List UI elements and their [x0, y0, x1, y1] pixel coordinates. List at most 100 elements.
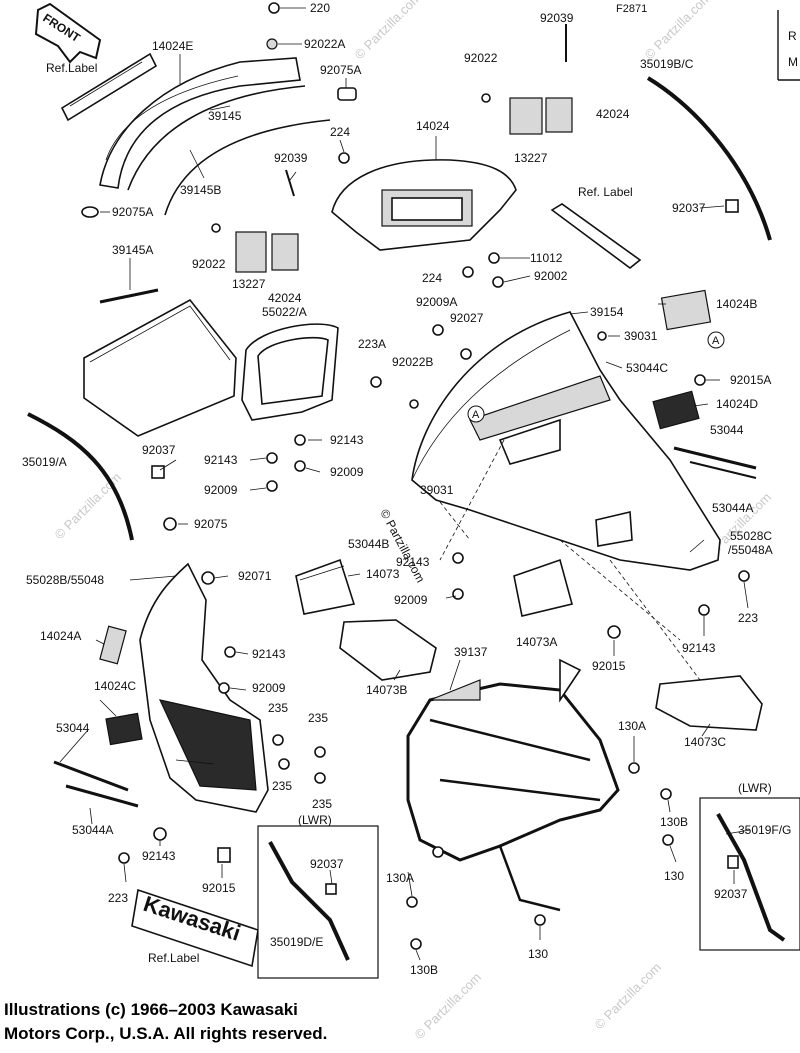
- part-label: 39137: [454, 645, 488, 659]
- part-label: 130: [528, 947, 548, 961]
- screw-220: [268, 2, 280, 14]
- part-label: 14024A: [40, 629, 81, 643]
- part-label: 92037: [142, 443, 176, 457]
- strip-35019a: [27, 412, 134, 541]
- part-label: 92015: [202, 881, 236, 895]
- part-label: 235: [308, 711, 328, 725]
- part-label: 92075A: [112, 205, 153, 219]
- lwr-inset-left: (LWR): [257, 813, 379, 979]
- part-label: 224: [422, 271, 442, 285]
- meter-housing-14024: [331, 159, 517, 251]
- watermark: © Partzilla.com: [642, 0, 715, 62]
- part-label: 130: [664, 869, 684, 883]
- part-label: 14073A: [516, 635, 557, 649]
- part-label: 224: [330, 125, 350, 139]
- part-label: 92075: [194, 517, 228, 531]
- part-label: 130A: [386, 871, 414, 885]
- left-lower-fairing: [139, 562, 269, 813]
- part-label: 92039: [540, 11, 574, 25]
- part-label: 92015: [592, 659, 626, 673]
- part-label: 130B: [410, 963, 438, 977]
- part-label: 42024: [268, 291, 302, 305]
- part-label: 92143: [330, 433, 364, 447]
- part-label: 130B: [660, 815, 688, 829]
- watermark: © Partzilla.com: [412, 970, 485, 1043]
- footer-line-2: Motors Corp., U.S.A. All rights reserved…: [4, 1024, 328, 1043]
- nut-92022a: [266, 38, 278, 50]
- part-label: 92143: [682, 641, 716, 655]
- part-label: 14073: [366, 567, 400, 581]
- part-label: 92009: [394, 593, 428, 607]
- part-label: 92009: [204, 483, 238, 497]
- part-label: 14073C: [684, 735, 726, 749]
- duct-14073b: [339, 619, 437, 681]
- strip-53044-left: [53, 760, 129, 792]
- part-label: 92022: [192, 257, 226, 271]
- part-label: 39145B: [180, 183, 221, 197]
- corner-top-letter: R: [788, 29, 797, 43]
- panel-14024d: [652, 390, 700, 430]
- part-label: 235: [268, 701, 288, 715]
- strip-53044a: [689, 461, 757, 479]
- copyright-footer: Illustrations (c) 1966–2003 Kawasaki Mot…: [4, 998, 334, 1046]
- part-label: 35019B/C: [640, 57, 694, 71]
- part-label: 92143: [142, 849, 176, 863]
- part-label: 53044: [710, 423, 744, 437]
- part-label: 92022A: [304, 37, 345, 51]
- part-label: 130A: [618, 719, 646, 733]
- ref-label-right: Ref. Label: [578, 185, 633, 199]
- upper-fairing: [411, 311, 721, 571]
- part-label: 92075A: [320, 63, 361, 77]
- part-label: 223: [108, 891, 128, 905]
- part-label: 14073B: [366, 683, 407, 697]
- part-label: 92022: [464, 51, 498, 65]
- clip-92075a: [337, 87, 357, 101]
- part-label: 92022B: [392, 355, 433, 369]
- marker-a-group: A A: [467, 331, 725, 423]
- part-label: 13227: [232, 277, 266, 291]
- part-label: 39031: [420, 483, 454, 497]
- part-label: 92037: [672, 201, 706, 215]
- duct-14073a: [513, 558, 573, 617]
- switch-set-upper: [481, 24, 573, 135]
- watermark: © Partzilla.com: [352, 0, 425, 62]
- lwr-label-right: (LWR): [738, 781, 772, 795]
- part-label: 53044A: [712, 501, 753, 515]
- part-label: 223A: [358, 337, 386, 351]
- switch-set-lower: [211, 169, 299, 273]
- part-label: 53044: [56, 721, 90, 735]
- part-label: 55022/A: [262, 305, 307, 319]
- ref-label-bottom: Ref.Label: [148, 951, 199, 965]
- part-label: 220: [310, 1, 330, 15]
- part-label: 14024B: [716, 297, 757, 311]
- watermark: © Partzilla.com: [52, 470, 125, 543]
- part-label: 11012: [530, 251, 563, 265]
- panel-14024a: [99, 625, 127, 665]
- front-arrow: FRONT: [34, 2, 102, 64]
- gasket-55022a: [241, 323, 339, 421]
- part-label: 14024: [416, 119, 450, 133]
- fasteners: [118, 152, 750, 950]
- glove-box-assembly: [83, 298, 237, 437]
- strip-53044: [673, 446, 757, 470]
- marker-a: A: [712, 335, 720, 347]
- strip-53044a-left: [65, 784, 139, 808]
- part-label: 53044C: [626, 361, 668, 375]
- lwr-label-left: (LWR): [298, 813, 332, 827]
- part-label: 53044B: [348, 537, 389, 551]
- duct-14073c: [655, 675, 763, 731]
- corner-box: R M: [777, 10, 800, 81]
- part-label: /55048A: [728, 543, 773, 557]
- strip-39145a: [99, 288, 159, 304]
- part-labels: 220 92022A 14024E 92075A 39145 224 39145…: [22, 1, 791, 977]
- part-label: 55028B/55048: [26, 573, 104, 587]
- watermark: © Partzilla.com: [592, 960, 665, 1033]
- part-label: 39154: [590, 305, 624, 319]
- part-label: 39031: [624, 329, 658, 343]
- part-label: 39145A: [112, 243, 153, 257]
- strip-39145b: [164, 119, 331, 216]
- part-label: 92009: [330, 465, 364, 479]
- part-label: 92143: [204, 453, 238, 467]
- part-label: 14024C: [94, 679, 136, 693]
